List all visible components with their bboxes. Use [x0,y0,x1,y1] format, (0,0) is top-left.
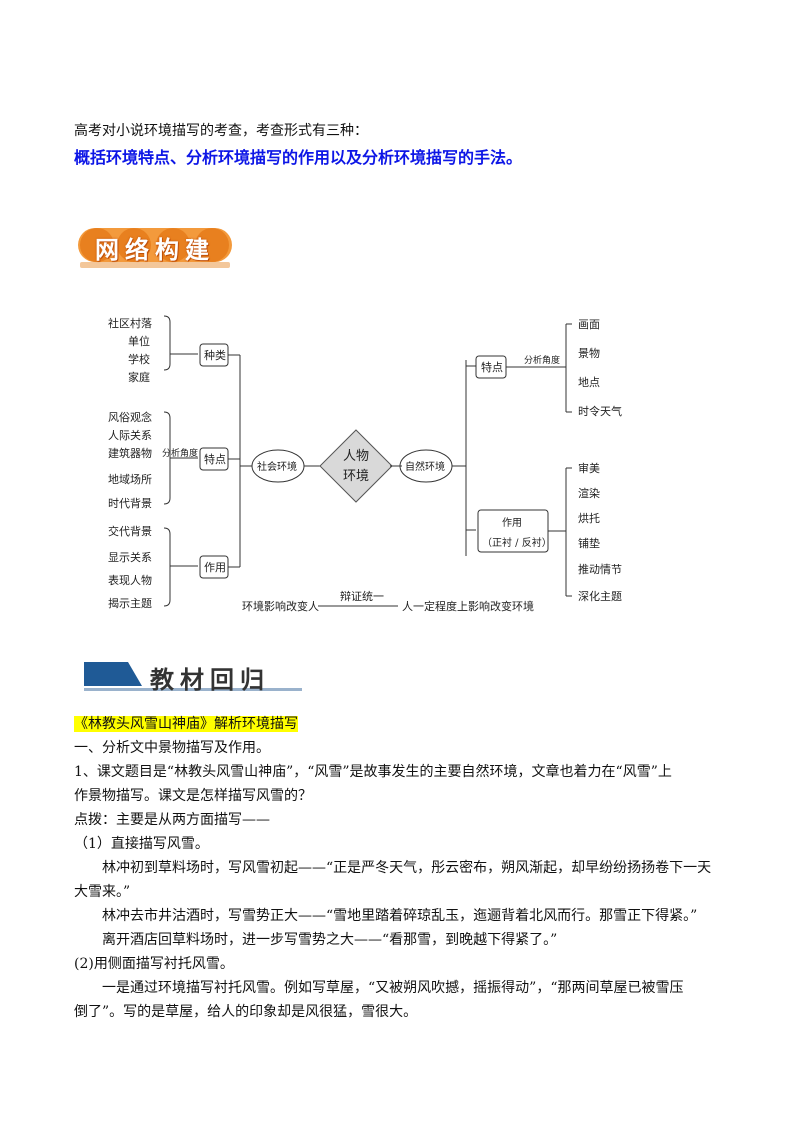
item-text: 建筑器物 [108,446,152,460]
intro-highlight: 概括环境特点、分析环境描写的作用以及分析环境描写的手法。 [74,148,523,167]
mind-map-svg: 社区村落 单位 学校 家庭 风俗观念 人际关系 建筑器物 地域场所 时代背景 交… [108,315,622,613]
lesson-title: 《林教头风雪山神庙》解析环境描写 [74,716,298,732]
item-text: 人际关系 [108,428,152,442]
center-text: 人物 [343,449,369,464]
item-text: 审美 [578,461,600,475]
item-text: 表现人物 [108,573,152,587]
item-text: 揭示主题 [108,596,152,610]
center-text: 环境 [343,469,369,484]
item-text: 景物 [578,346,600,360]
item-text: 学校 [128,352,150,366]
item-text: 烘托 [578,511,600,525]
lesson-body: 《林教头风雪山神庙》解析环境描写 一、分析文中景物描写及作用。 1、课文题目是“… [74,712,724,1024]
label-text: 特点 [481,360,503,374]
bottom-right-text: 人一定程度上影响改变环境 [402,599,534,613]
paragraph: 点拨：主要是从两方面描写—— [74,812,270,828]
item-text: 渲染 [578,486,600,500]
diamond-center [319,429,393,503]
bracket-left-3 [163,527,171,607]
badge-label: 网络构建 [95,235,215,264]
paragraph: (2)用侧面描写衬托风雪。 [74,956,234,972]
label-text: 种类 [204,348,226,362]
item-text: 时令天气 [578,404,622,418]
paragraph: 1、课文题目是“林教头风雪山神庙”，“风雪”是故事发生的主要自然环境，文章也着力… [74,764,672,780]
intro-line: 高考对小说环境描写的考查，考查形式有三种： [74,123,368,139]
item-text: 铺垫 [578,536,600,550]
section-header: 教材回归 [84,658,304,694]
item-text: 风俗观念 [108,410,152,424]
item-text: 单位 [128,334,150,348]
badge-shape [78,228,232,268]
paragraph: 林冲初到草料场时，写风雪初起——“正是严冬天气，彤云密布，朔风渐起，却早纷纷扬扬… [102,860,712,876]
mind-map: 社区村落 单位 学校 家庭 风俗观念 人际关系 建筑器物 地域场所 时代背景 交… [80,300,640,630]
social-text: 社会环境 [257,460,297,473]
item-text: 社区村落 [108,316,152,330]
paragraph: 离开酒店回草料场时，进一步写雪势之大——“看那雪，到晚越下得紧了。” [102,932,558,948]
bottom-left-text: 环境影响改变人 [242,599,319,613]
natural-text: 自然环境 [405,460,445,473]
item-text: 推动情节 [578,562,622,576]
label-text: 作用 [204,561,226,574]
paragraph: 大雪来。” [74,884,131,900]
paragraph: 作景物描写。课文是怎样描写风雪的？ [74,788,312,804]
network-badge: 网络构建 [76,224,234,270]
note-text: 分析角度 [162,447,198,459]
paragraph: 林冲去市井沽酒时，写雪势正大——“雪地里踏着碎琼乱玉，迤逦背着北风而行。那雪正下… [102,908,698,924]
section-header-label: 教材回归 [150,666,270,694]
item-text: 地域场所 [108,472,152,486]
note-text: 分析角度 [524,354,560,366]
bottom-middle-text: 辩证统一 [340,589,384,603]
paragraph: 倒了”。写的是草屋，给人的印象却是风很猛，雪很大。 [74,1004,418,1020]
bracket-left-1 [163,315,171,371]
item-text: 时代背景 [108,496,152,510]
item-text: 画面 [578,318,600,331]
paragraph: （1）直接描写风雪。 [74,836,209,852]
item-text: 显示关系 [108,550,152,564]
paragraph: 一是通过环境描写衬托风雪。例如写草屋，“又被朔风吹撼，摇振得动”，“那两间草屋已… [102,980,684,996]
item-text: 深化主题 [578,589,622,603]
item-text: 交代背景 [108,524,152,538]
label-text: 特点 [204,452,226,466]
label-text: 作用 [502,517,522,529]
label-text: （正衬 / 反衬） [482,536,552,549]
item-text: 家庭 [128,370,150,384]
paragraph: 一、分析文中景物描写及作用。 [74,740,270,756]
item-text: 地点 [578,376,600,389]
section-header-shape [84,662,302,691]
